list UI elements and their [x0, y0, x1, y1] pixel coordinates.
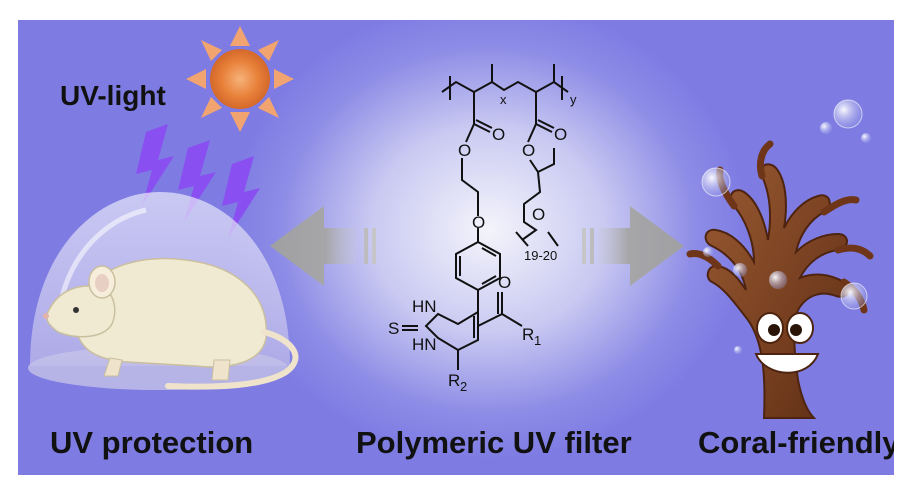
- artwork-layer: x y O O O O O 19-20 O HN HN S O R 1 R 2: [28, 26, 874, 419]
- r1-label: R: [522, 325, 534, 344]
- right-arrow-icon: [582, 206, 684, 286]
- s-atom-label: S: [388, 319, 399, 338]
- polymeric-uv-filter-caption: Polymeric UV filter: [356, 425, 632, 460]
- o-phenol-ether-label: O: [472, 213, 485, 232]
- graphical-abstract-panel: x y O O O O O 19-20 O HN HN S O R 1 R 2 …: [18, 20, 894, 475]
- coral-illustration: [686, 99, 874, 419]
- o-ester-2-label: O: [522, 141, 535, 160]
- nh-top-label: HN: [412, 297, 437, 316]
- dome-with-mouse-illustration: [28, 192, 299, 390]
- sub-y-label: y: [570, 92, 577, 107]
- o-ketone-label: O: [498, 273, 511, 292]
- uv-lightning-icon: [136, 124, 260, 238]
- sub-x-label: x: [500, 92, 507, 107]
- nh-bottom-label: HN: [412, 335, 437, 354]
- chemical-labels: x y O O O O O 19-20 O HN HN S O R 1 R 2: [388, 92, 577, 394]
- o-carbonyl-2-label: O: [554, 125, 567, 144]
- r1-subscript: 1: [534, 333, 541, 348]
- o-carbonyl-1-label: O: [492, 125, 505, 144]
- uv-protection-caption: UV protection: [50, 425, 254, 460]
- left-arrow-icon: [270, 206, 376, 286]
- chemical-structure: [402, 64, 569, 370]
- r2-subscript: 2: [460, 379, 467, 394]
- uv-light-label: UV-light: [60, 80, 166, 111]
- o-ether-peg-label: O: [532, 205, 545, 224]
- coral-friendly-caption: Coral-friendly: [698, 425, 894, 460]
- r2-label: R: [448, 371, 460, 390]
- repeat-count-label: 19-20: [524, 248, 557, 263]
- sun-icon: [186, 26, 294, 132]
- o-ester-1-label: O: [458, 141, 471, 160]
